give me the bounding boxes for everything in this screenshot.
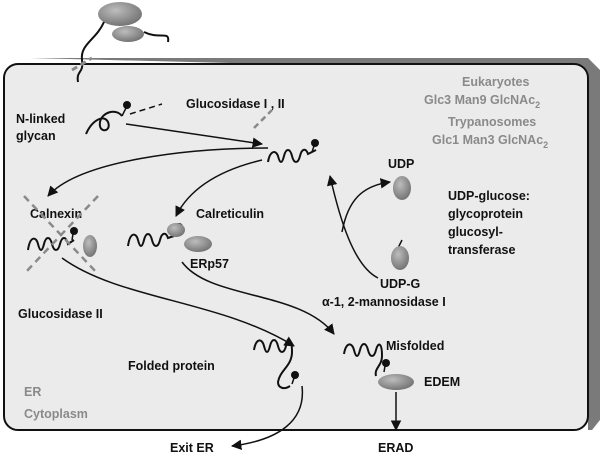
- glucosidase-ii-label: Glucosidase II: [18, 307, 103, 321]
- udp-g-molecule-icon: [391, 246, 409, 270]
- misfolded-label: Misfolded: [386, 339, 444, 353]
- exit-er-label: Exit ER: [170, 441, 214, 455]
- udp-glucose: UDP-G: [380, 239, 420, 291]
- glucosidase-i-ii-label: Glucosidase I , II: [186, 97, 285, 111]
- eukaryotes-label: Eukaryotes: [462, 75, 529, 89]
- erp57-label: ERp57: [190, 257, 229, 271]
- calreticulin-label: Calreticulin: [196, 207, 264, 221]
- calnexin-label: Calnexin: [30, 207, 82, 221]
- folded-protein: Folded protein: [128, 339, 299, 390]
- ugt-label-3: glucosyl-: [448, 225, 503, 239]
- glucose-dot-icon: [123, 101, 131, 109]
- ugt-label-2: glycoprotein: [448, 207, 523, 221]
- misfolded-protein: Misfolded EDEM: [343, 339, 460, 390]
- udp-molecule-icon: [393, 176, 411, 200]
- n-linked-label-1: N-linked: [16, 112, 65, 126]
- eukaryotes-formula: Glc3 Man9 GlcNAc2: [424, 93, 540, 110]
- calreticulin-protein-icon: [167, 223, 185, 237]
- erp57-protein-icon: [184, 236, 212, 252]
- trypanosomes-label: Trypanosomes: [448, 115, 536, 129]
- folded-protein-label: Folded protein: [128, 359, 215, 373]
- ugt-label-4: transferase: [448, 243, 515, 257]
- mannosidase-label: α-1, 2-mannosidase I: [322, 295, 446, 309]
- erad-label: ERAD: [378, 441, 413, 455]
- trypanosomes-formula: Glc1 Man3 GlcNAc2: [432, 133, 548, 150]
- ugt-label-1: UDP-glucose:: [448, 189, 530, 203]
- edem-label: EDEM: [424, 375, 460, 389]
- er-label: ER: [24, 385, 41, 399]
- er-compartment: [3, 58, 600, 431]
- udp-g-label: UDP-G: [380, 277, 420, 291]
- calnexin-protein-icon: [83, 235, 97, 257]
- glycan-composition-legend: Eukaryotes Glc3 Man9 GlcNAc2 Trypanosome…: [424, 75, 548, 150]
- calreticulin-complex: Calreticulin ERp57: [127, 207, 264, 271]
- ugt-enzyme: UDP-glucose: glycoprotein glucosyl- tran…: [448, 189, 530, 257]
- membrane-protein-icon: [71, 2, 170, 83]
- monoglucosylated-protein: [267, 139, 319, 163]
- n-linked-label-2: glycan: [16, 129, 56, 143]
- glucosidase-i-ii: Glucosidase I , II: [186, 97, 285, 129]
- cytoplasm-label: Cytoplasm: [24, 407, 88, 421]
- n-linked-glycan: N-linked glycan: [16, 101, 163, 143]
- udp-label: UDP: [388, 157, 414, 171]
- calnexin-complex: Calnexin: [23, 195, 99, 275]
- edem-protein-icon: [378, 374, 414, 390]
